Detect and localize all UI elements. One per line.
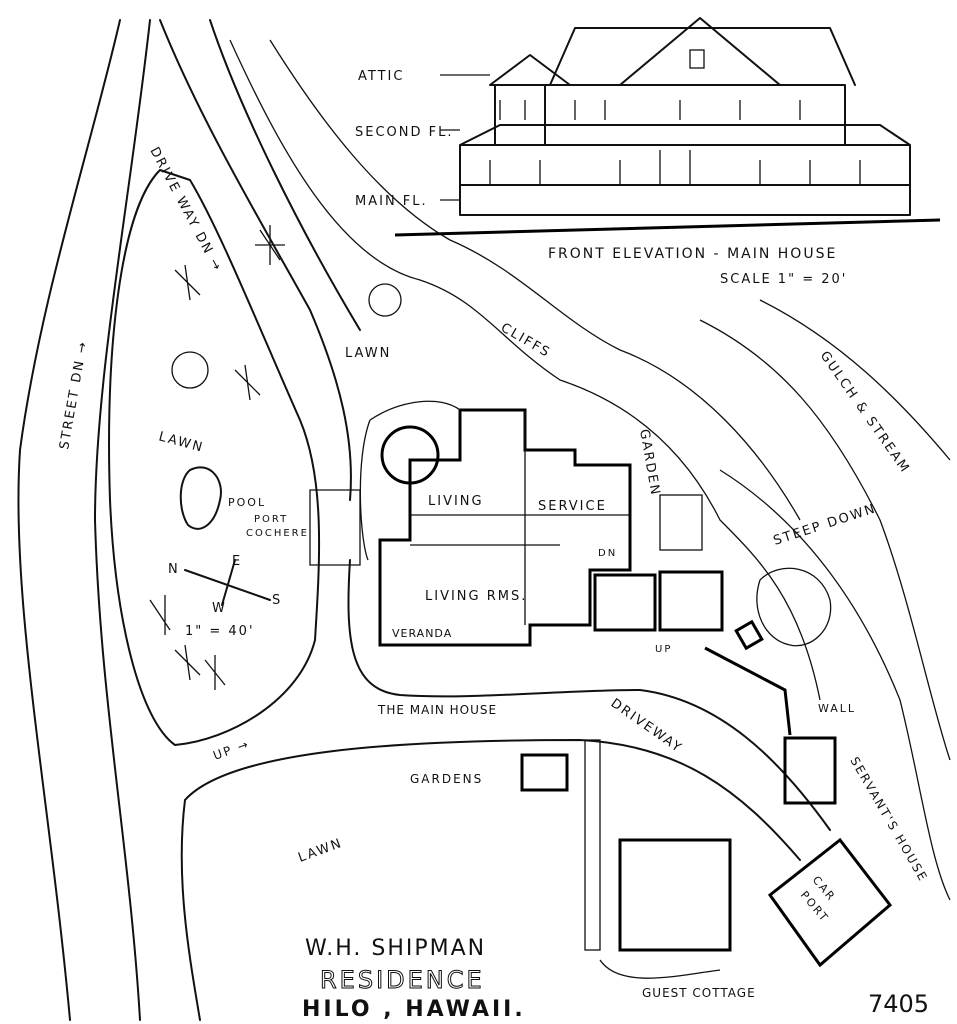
title-line-2: RESIDENCE: [320, 966, 485, 994]
gulch-line-2: [759, 299, 951, 461]
label-lawn-top: LAWN: [345, 346, 391, 361]
label-up-small: UP: [655, 644, 672, 655]
label-gardens: GARDENS: [410, 772, 483, 786]
main-house-plan: [309, 400, 724, 647]
front-elevation: [394, 17, 941, 237]
trees: [149, 225, 832, 690]
small-shed: [734, 619, 764, 651]
gulch-line-1: [699, 319, 951, 761]
title-line-3: HILO , HAWAII.: [302, 997, 526, 1022]
label-second-floor: SECOND FL.: [355, 125, 454, 140]
label-up-arrow: UP →: [211, 737, 251, 763]
label-attic: ATTIC: [358, 69, 404, 84]
driveway-edge-2: [209, 19, 361, 331]
label-veranda: VERANDA: [392, 627, 452, 640]
label-driveway: DRIVEWAY: [608, 696, 685, 756]
label-guest-cottage: GUEST COTTAGE: [642, 986, 756, 1000]
servants-house: [783, 736, 837, 805]
cliff-line-2: [269, 39, 801, 521]
label-lawn-left: LAWN: [157, 429, 206, 455]
compass-w: W: [212, 601, 227, 616]
driveway-loop: [347, 559, 831, 831]
label-cliffs: CLIFFS: [498, 320, 553, 361]
label-wall: WALL: [818, 702, 856, 715]
car-port: [767, 837, 893, 968]
label-service: SERVICE: [538, 499, 607, 514]
gulch-line-3: [719, 469, 951, 901]
lower-lawn-left: [180, 799, 201, 1021]
label-street: STREET DN →: [57, 339, 91, 450]
title-line-1: W.H. SHIPMAN: [305, 936, 486, 961]
label-main-floor: MAIN FL.: [355, 194, 428, 209]
label-lawn-bottom: LAWN: [296, 836, 345, 866]
label-steep-down: STEEP DOWN: [772, 501, 879, 548]
label-living-rms: LIVING RMS.: [425, 589, 527, 604]
label-port-cochere-2: COCHERE: [246, 528, 309, 539]
label-gulch: GULCH & STREAM: [817, 349, 913, 477]
compass-ew: [221, 559, 236, 606]
lawn-island: [108, 169, 321, 746]
wall: [704, 646, 792, 736]
compass-e: E: [232, 554, 242, 569]
label-living: LIVING: [428, 494, 484, 509]
pool: [179, 466, 222, 530]
compass-n: N: [168, 562, 180, 577]
cliff-line-1: [229, 39, 821, 701]
elevation-title: FRONT ELEVATION - MAIN HOUSE: [548, 246, 837, 262]
label-main-house: THE MAIN HOUSE: [377, 703, 497, 717]
lower-lawn-edge: [184, 739, 801, 861]
elevation-scale: SCALE 1" = 20': [720, 272, 847, 287]
label-dn: DN: [598, 548, 617, 559]
label-drive-way: DRIVE WAY DN →: [146, 145, 224, 275]
street-edge-right: [94, 19, 151, 1021]
drawing-number: 7405: [868, 990, 929, 1018]
label-port-cochere-1: PORT: [254, 514, 288, 525]
compass-s: S: [272, 593, 282, 608]
street-edge-left: [17, 19, 121, 1021]
driveway-edge-1: [159, 19, 352, 501]
plan-scale: 1" = 40': [185, 624, 255, 639]
guest-cottage-plan: [520, 739, 732, 979]
label-garden: GARDEN: [636, 428, 663, 498]
garden-bed: [659, 494, 703, 551]
label-pool: POOL: [228, 496, 266, 509]
